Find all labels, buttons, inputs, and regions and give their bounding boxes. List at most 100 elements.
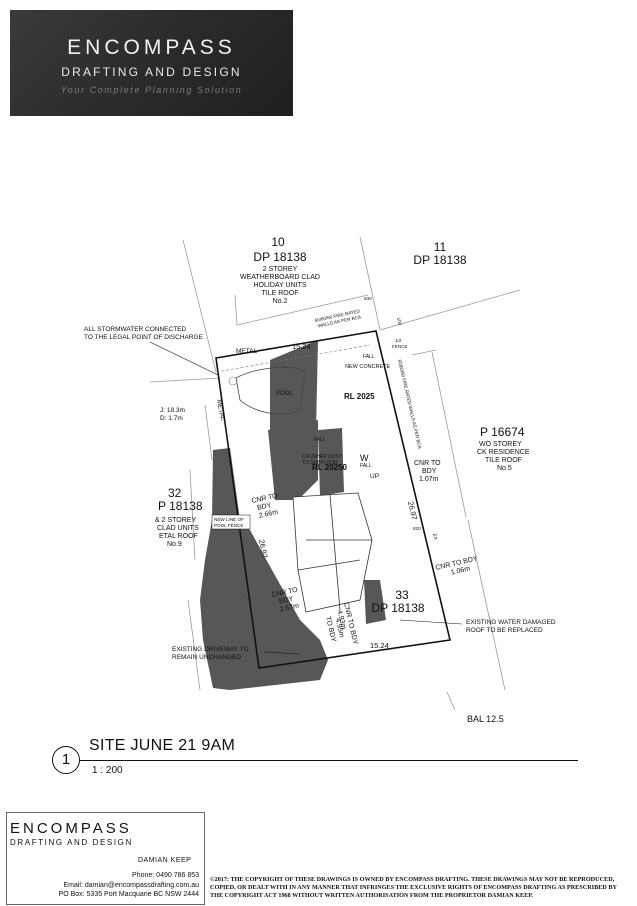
lot10-number: 10 — [271, 235, 285, 249]
lot11-number: 11 — [434, 240, 447, 254]
lot16674-desc-3: No.5 — [497, 465, 512, 472]
view-number-badge: 1 — [52, 746, 80, 774]
banner-subtitle: DRAFTING AND DESIGN — [61, 65, 242, 79]
metal-top-label: METAL — [236, 348, 258, 355]
pool-outline — [235, 366, 306, 415]
dim-left: 26.97 — [257, 539, 269, 559]
footer-company-name: ENCOMPASS — [10, 820, 132, 837]
cnr495-1: 4.95m — [334, 618, 345, 639]
lot32-desc-1: CLAD UNITS — [157, 525, 199, 532]
footer-email: Email: damian@encompassdrafting.com.au — [63, 882, 199, 889]
dim-820: 820 — [413, 526, 421, 531]
pool-fence-0: NEW LINE OF — [214, 517, 244, 522]
view-scale: 1 : 200 — [92, 765, 123, 776]
lot10-dp: DP 18138 — [253, 250, 306, 264]
cnr266-2: 2.66m — [258, 509, 279, 520]
lot16674-desc-0: WO STOREY — [479, 441, 522, 448]
lot33-dp: DP 18138 — [371, 601, 424, 615]
dim-right: 26.97 — [406, 500, 419, 520]
lot16674-desc-2: TILE ROOF — [485, 457, 522, 464]
lot10-desc-0: 2 STOREY — [263, 266, 298, 273]
new-concrete-label: NEW CONCRETE — [345, 364, 391, 370]
lot32-dp: P 18138 — [158, 499, 203, 513]
stormwater-note: ALL STORMWATER CONNECTED TO THE LEGAL PO… — [84, 326, 219, 376]
footer-po-box: PO Box: 5335 Port Macquarie BC NSW 2444 — [58, 891, 199, 898]
driveway-0: EXISTING DRIVEWAY TO — [172, 646, 249, 653]
neighbour-boundaries — [149, 236, 521, 711]
lot11-dp: DP 18138 — [413, 253, 466, 267]
lot10-desc-4: No.2 — [273, 298, 288, 305]
lot32-number: 32 — [168, 486, 182, 500]
pool-fence-note: NEW LINE OF POOL FENCE — [211, 514, 251, 530]
company-banner: ENCOMPASS DRAFTING AND DESIGN Your Compl… — [10, 10, 293, 116]
cnr106-1: 1.06m — [450, 565, 471, 576]
pool-label: POOL — [276, 391, 293, 397]
lot10-group: 10 DP 18138 2 STOREY WEATHERBOARD CLAD H… — [240, 235, 320, 305]
crusher-1: TO SUBFLOOR — [302, 460, 338, 466]
fall-label-2: FALL — [360, 463, 372, 469]
house-roof — [292, 492, 373, 613]
lot33-number: 33 — [395, 588, 409, 602]
water-damaged-0: EXISTING WATER DAMAGED — [466, 619, 556, 626]
cnr107-1: BDY — [422, 468, 437, 475]
dim-830: 830 — [364, 296, 372, 301]
footer-contact-box — [6, 812, 205, 905]
lot10-desc-2: HOLIDAY UNITS — [253, 282, 306, 289]
pool-fence-line — [215, 344, 371, 373]
dim-bottom: 15.24 — [370, 641, 389, 650]
footer-contact-name: DAMIAN KEEP — [138, 857, 192, 864]
banner-company-name: ENCOMPASS — [67, 36, 236, 59]
pool-pump-icon — [228, 376, 238, 386]
water-damaged-note: EXISTING WATER DAMAGED ROOF TO BE REPLAC… — [399, 619, 556, 634]
lot32-desc-0: & 2 STOREY — [155, 517, 196, 524]
lot11-group: 11 DP 18138 — [413, 240, 466, 267]
fence-0: 1/2 — [395, 338, 402, 343]
lot16674-desc-1: CK RESIDENCE — [477, 449, 530, 456]
dim-ex: EX — [432, 533, 438, 540]
shadow-regions — [200, 340, 386, 690]
lot10-desc-1: WEATHERBOARD CLAD — [240, 274, 320, 281]
water-damaged-1: ROOF TO BE REPLACED — [466, 627, 543, 634]
lot-boundary — [215, 330, 451, 669]
stormwater-leader — [149, 341, 219, 376]
title-underline — [80, 760, 578, 761]
lot16674-group: P 16674 WO STOREY CK RESIDENCE TILE ROOF… — [477, 425, 530, 472]
view-title: SITE JUNE 21 9AM — [89, 737, 236, 754]
rl-top: RL 2025 — [344, 392, 375, 401]
cnr493-1: 4.93m — [336, 610, 347, 631]
cnr107-0: CNR TO — [414, 460, 441, 467]
cnr107-2: 1.07m — [419, 476, 439, 483]
fence-1: FENCE — [392, 344, 408, 349]
lot33-group: 33 DP 18138 — [371, 588, 424, 615]
footer-subtitle: DRAFTING AND DESIGN — [10, 838, 133, 847]
copyright-notice: ©2017: THE COPYRIGHT OF THESE DRAWINGS I… — [210, 876, 617, 899]
footer-phone: Phone: 0490 786 853 — [132, 872, 199, 879]
cnr267-1: BDY — [278, 596, 294, 606]
w-label: W — [360, 453, 369, 463]
fall-label: FALL — [314, 437, 326, 443]
bal-rating: BAL 12.5 — [467, 714, 504, 724]
dim-100: 100 — [396, 317, 403, 326]
cnr267-2: 2.67m — [279, 603, 300, 614]
stormwater-line-1: TO THE LEGAL POINT OF DISCHARGE — [84, 334, 204, 341]
cnr266-1: BDY — [257, 502, 273, 512]
fall-label-3: FALL — [363, 354, 375, 360]
lot16674-number: P 16674 — [480, 425, 525, 439]
stormwater-line-0: ALL STORMWATER CONNECTED — [84, 326, 187, 333]
rl-bottom: RL 20250 — [312, 463, 348, 472]
pool-fence-1: POOL FENCE — [214, 523, 243, 528]
banner-tagline: Your Complete Planning Solution — [60, 85, 243, 95]
driveway-1: REMAIN UNCHANGED — [172, 654, 241, 661]
up-label: UP — [370, 473, 379, 480]
crusher-0: CRUSHER DUST — [302, 454, 342, 460]
lot32-group: 32 P 18138 & 2 STOREY CLAD UNITS ETAL RO… — [155, 486, 203, 548]
jd-0: J: 18.3m — [160, 407, 185, 414]
jd-1: D: 1.7m — [160, 415, 183, 422]
metal-left-label: METAL — [215, 399, 226, 422]
lot32-desc-2: ETAL ROOF — [159, 533, 198, 540]
lot32-desc-3: No.9 — [167, 541, 182, 548]
dim-top: 15.24 — [292, 342, 311, 351]
lot10-desc-3: TILE ROOF — [262, 290, 299, 297]
driveway-note: EXISTING DRIVEWAY TO REMAIN UNCHANGED — [172, 646, 301, 661]
